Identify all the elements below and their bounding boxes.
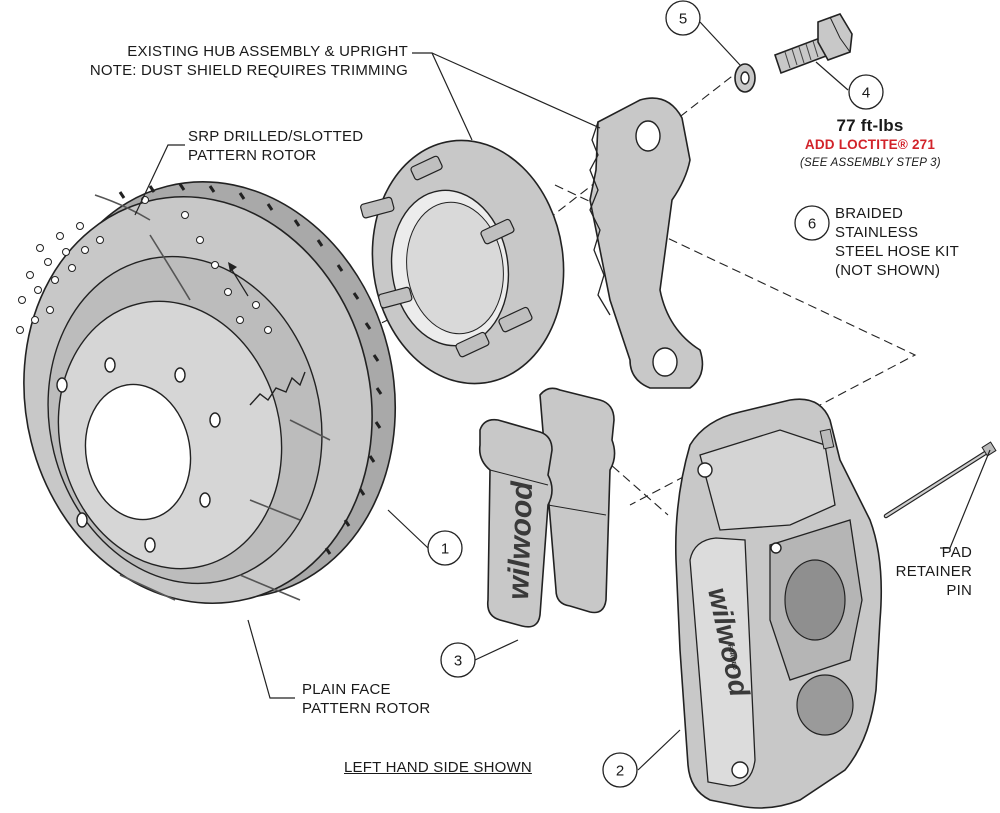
- hub-label-line2: NOTE: DUST SHIELD REQUIRES TRIMMING: [89, 62, 408, 79]
- svg-text:3: 3: [454, 653, 462, 670]
- svg-text:5: 5: [679, 11, 687, 28]
- srp-rotor-label: SRP DRILLED/SLOTTED PATTERN ROTOR: [188, 127, 363, 165]
- pin-label-line2: RETAINER: [895, 563, 972, 580]
- callout-3: 3: [440, 642, 476, 678]
- plain-rotor-label: PLAIN FACE PATTERN ROTOR: [302, 680, 430, 718]
- leader-lines: [134, 21, 991, 771]
- rotor-slots: [94, 194, 331, 601]
- callout-1: 1: [427, 530, 463, 566]
- hose-kit-line2: STAINLESS: [835, 224, 919, 241]
- rotor-vents: [118, 183, 383, 555]
- torque-spec: 77 ft-lbs ADD LOCTITE® 271 (SEE ASSEMBLY…: [800, 116, 941, 173]
- srp-rotor-label-line1: SRP DRILLED/SLOTTED: [188, 128, 364, 145]
- washer: [734, 63, 756, 93]
- rotor: [16, 181, 397, 605]
- pad-retainer-pin: [883, 441, 997, 519]
- callout-badges: 1 2 3 4 5 6: [427, 0, 884, 788]
- hub-label: EXISTING HUB ASSEMBLY & UPRIGHT NOTE: DU…: [90, 42, 408, 80]
- callout-4: 4: [848, 74, 884, 110]
- rotor-lug-holes: [56, 357, 221, 553]
- hose-kit-line3: STEEL HOSE KIT: [835, 243, 959, 260]
- rotor-drilled-holes: [16, 196, 272, 334]
- svg-text:4: 4: [862, 85, 870, 102]
- brake-pads: wilwood: [478, 387, 616, 628]
- callout-6: 6: [794, 205, 830, 241]
- side-shown-note: LEFT HAND SIDE SHOWN: [344, 759, 532, 776]
- pin-label-line3: PIN: [946, 582, 972, 599]
- caliper-sub-logo: FORGED: [726, 644, 737, 671]
- loctite-note: ADD LOCTITE® 271: [804, 137, 936, 152]
- callout-5: 5: [665, 0, 701, 36]
- hub-assembly: [360, 139, 565, 385]
- svg-text:1: 1: [441, 541, 449, 558]
- pad-retainer-pin-label: PAD RETAINER PIN: [896, 543, 972, 600]
- plain-rotor-label-line2: PATTERN ROTOR: [302, 700, 431, 717]
- srp-rotor-label-line2: PATTERN ROTOR: [188, 147, 317, 164]
- svg-text:2: 2: [616, 763, 624, 780]
- torque-value: 77 ft-lbs: [836, 116, 904, 135]
- caliper: wilwood FORGED: [674, 398, 883, 809]
- hub-studs: [360, 155, 533, 358]
- hose-kit-line1: BRAIDED: [835, 205, 904, 222]
- pin-label-line1: PAD: [941, 544, 972, 561]
- svg-text:6: 6: [808, 216, 816, 233]
- hub-label-line1: EXISTING HUB ASSEMBLY & UPRIGHT: [127, 43, 408, 60]
- caliper-bolt: [773, 13, 853, 75]
- callout-2: 2: [602, 752, 638, 788]
- hose-kit-line4: (NOT SHOWN): [835, 262, 941, 279]
- hose-kit-label: BRAIDED STAINLESS STEEL HOSE KIT (NOT SH…: [835, 204, 959, 280]
- pad-logo: wilwood: [502, 480, 539, 600]
- assembly-step-note: (SEE ASSEMBLY STEP 3): [800, 157, 941, 169]
- upright: [589, 97, 704, 389]
- plain-rotor-label-line1: PLAIN FACE: [302, 681, 391, 698]
